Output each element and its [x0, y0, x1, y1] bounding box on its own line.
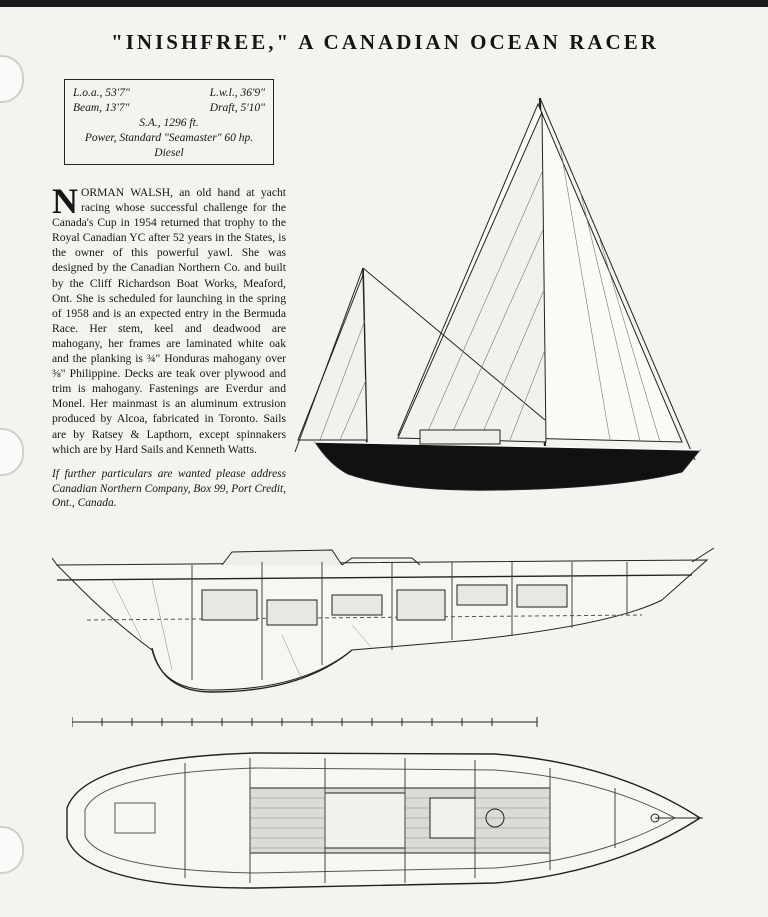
contact-note: If further particulars are wanted please… [52, 468, 286, 509]
specs-box: L.o.a., 53'7" L.w.l., 36'9" Beam, 13'7" … [64, 79, 274, 165]
spec-lwl: L.w.l., 36'9" [209, 87, 265, 99]
spec-power-1: Power, Standard "Seamaster" 60 hp. [84, 132, 254, 144]
spec-power-2: Diesel [154, 147, 184, 159]
spec-loa: L.o.a., 53'7" [73, 87, 130, 99]
scale-bar [72, 717, 538, 727]
profile-section-drawing [52, 547, 715, 693]
spec-sail-area: S.A., 1296 ft. [139, 117, 199, 129]
drop-cap: N [52, 181, 78, 221]
top-border [0, 0, 768, 7]
spec-draft: Draft, 5'10" [209, 102, 265, 114]
spec-beam: Beam, 13'7" [73, 102, 130, 114]
binder-hole [0, 826, 24, 874]
article-lead: ORMAN WALSH [81, 186, 171, 199]
article-text: , an old hand at yacht racing whose succ… [52, 186, 286, 456]
sail-plan-drawing [294, 97, 702, 491]
binder-hole [0, 55, 24, 103]
binder-hole [0, 428, 24, 476]
page-title: "INISHFREE," A CANADIAN OCEAN RACER [111, 30, 659, 54]
deck-plan-drawing [66, 752, 703, 889]
